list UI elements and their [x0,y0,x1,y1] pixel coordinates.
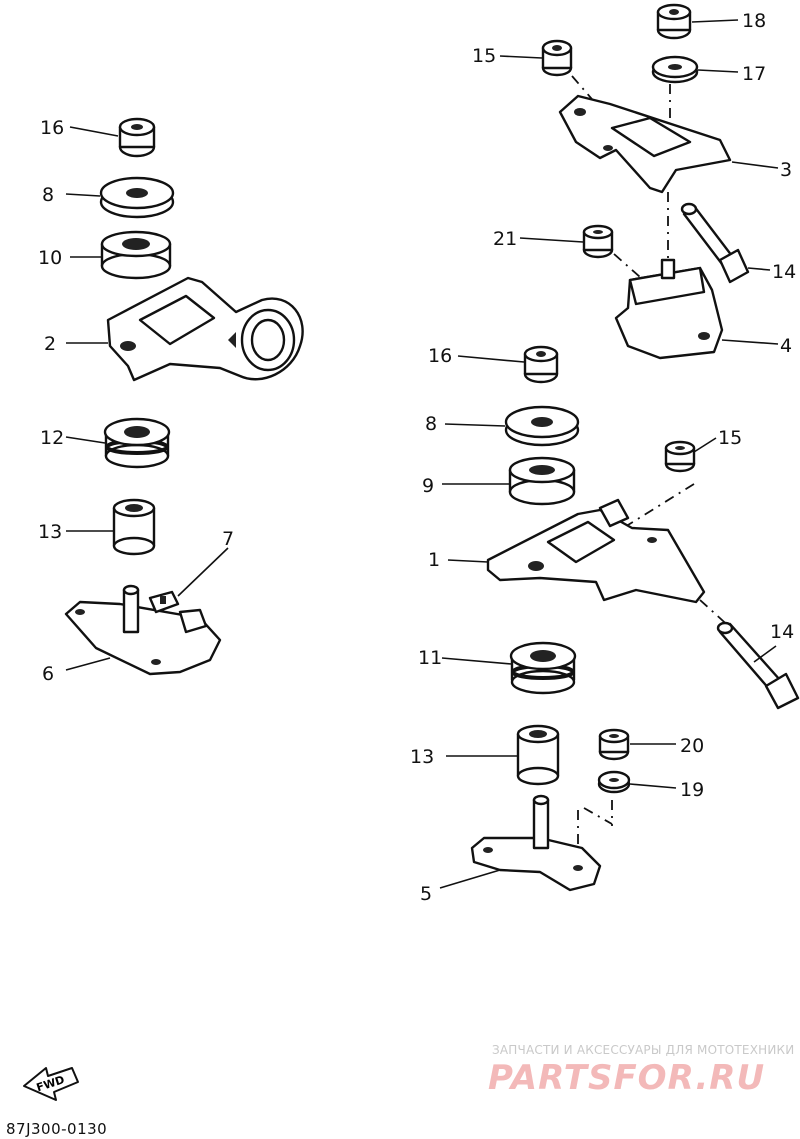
watermark-tagline: ЗАПЧАСТИ И АКСЕССУАРЫ ДЛЯ МОТОТЕХНИКИ [492,1043,795,1057]
part-9-bushing [508,456,576,506]
part-19-washer [597,770,631,794]
callout-12: 12 [40,427,64,449]
part-16-nut-left [118,117,156,158]
callout-17: 17 [742,63,766,85]
part-8-washer-left [99,176,175,219]
callout-14-upper: 14 [772,261,796,283]
part-2-bracket [106,276,304,382]
part-10-bushing [100,230,172,280]
part-8-washer-right [504,405,580,447]
part-14-bolt-lower [716,621,800,710]
part-11-grommet [509,641,577,695]
fwd-arrow-icon: FWD [23,1067,79,1101]
callout-4: 4 [780,335,792,357]
callout-8-right: 8 [425,413,437,435]
part-1-bracket [486,498,706,604]
part-6-base-plate [64,584,222,676]
callout-13-right: 13 [410,746,434,768]
diagram-code: 87J300-0130 [6,1120,108,1138]
part-17-washer [651,55,699,84]
part-21-nut [582,224,614,259]
callout-9: 9 [422,475,434,497]
part-15-nut-upper [541,39,573,77]
part-14-bolt-upper [680,202,750,284]
callout-15-lower: 15 [718,427,742,449]
callout-14-lower: 14 [770,621,794,643]
part-4-mount-block [614,258,724,360]
callout-16-right: 16 [428,345,452,367]
part-20-nut [598,728,630,761]
callout-20: 20 [680,735,704,757]
callout-13-left: 13 [38,521,62,543]
callout-3: 3 [780,159,792,181]
part-3-bracket [558,94,732,194]
callout-7: 7 [222,528,234,550]
callout-1: 1 [428,549,440,571]
callout-18: 18 [742,10,766,32]
part-5-base-plate [470,794,602,892]
callout-21: 21 [493,228,517,250]
part-7-clip [148,590,208,634]
callout-6: 6 [42,663,54,685]
callout-15-upper: 15 [472,45,496,67]
part-18-nut [656,3,692,40]
callout-16-left: 16 [40,117,64,139]
callout-8-left: 8 [42,184,54,206]
part-15-nut-lower [664,440,696,473]
part-16-nut-right [523,345,559,384]
part-13-collar-right [516,724,560,786]
callout-11: 11 [418,647,442,669]
callout-2: 2 [44,333,56,355]
part-13-collar-left [112,498,156,556]
part-12-grommet [103,417,171,469]
callout-10: 10 [38,247,62,269]
watermark-logo: PARTSFOR.RU [488,1058,766,1098]
callout-5: 5 [420,883,432,905]
callout-19: 19 [680,779,704,801]
